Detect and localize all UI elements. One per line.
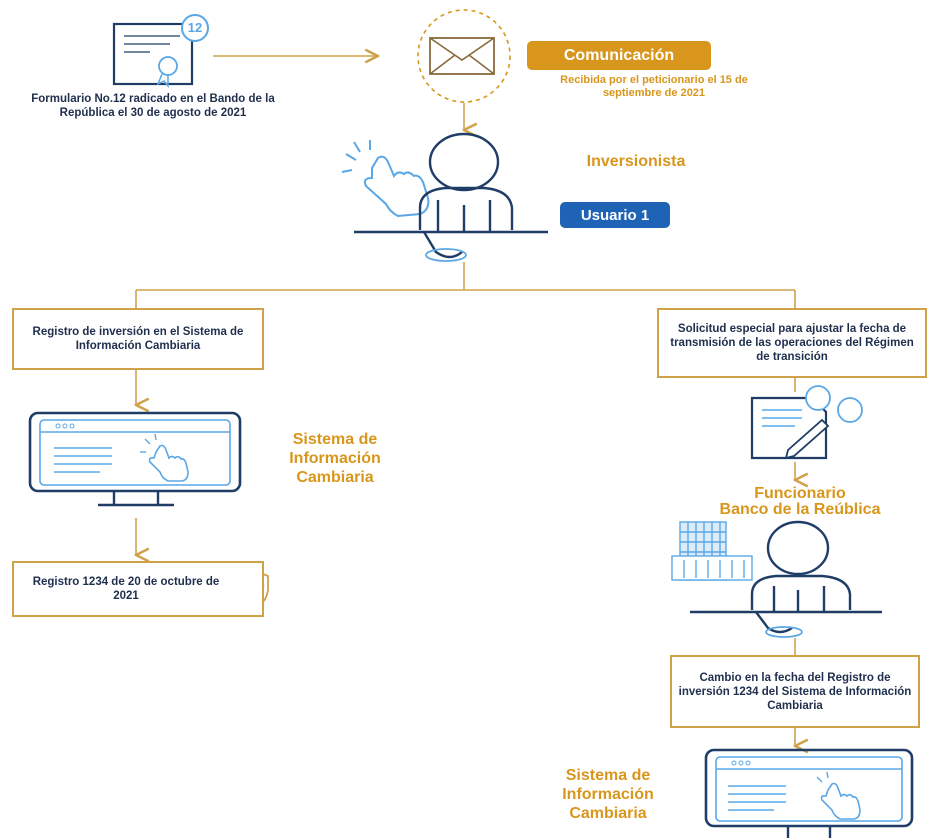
registro-1234-box: Registro 1234 de 20 de octubre de 2021 — [12, 561, 264, 617]
envelope-icon — [417, 9, 511, 103]
inversionista-title: Inversionista — [586, 153, 686, 170]
sistema-informacion-title: Sistema de Información Cambiaria — [289, 431, 381, 486]
cambio-fecha-box: Cambio en la fecha del Registro de inver… — [670, 655, 920, 728]
formulario-caption: Formulario No.12 radicado en el Bando de… — [31, 93, 275, 119]
hand-pointer-icon — [341, 140, 430, 218]
usuario-badge: Usuario 1 — [560, 202, 670, 228]
monitor-icon — [28, 411, 242, 507]
dollar-coin-icon — [805, 385, 863, 423]
connectors — [136, 56, 795, 746]
certificate-icon — [112, 14, 209, 89]
sistema-informacion-title-bottom: Sistema de Información Cambiaria — [562, 767, 654, 822]
person-icon — [354, 132, 548, 262]
funcionario-title-line2: Banco de la Reública — [719, 501, 881, 518]
monitor-icon — [704, 748, 914, 838]
registro-inversion-box: Registro de inversión en el Sistema de I… — [12, 308, 264, 370]
solicitud-especial-box: Solicitud especial para ajustar la fecha… — [657, 308, 927, 378]
building-icon — [671, 521, 753, 581]
document-pen-icon — [750, 396, 830, 460]
person-icon — [690, 520, 882, 638]
comunicacion-caption: Recibida por el peticionario el 15 de se… — [560, 74, 748, 99]
comunicacion-badge: Comunicación — [527, 41, 711, 70]
form-number-badge: 12 — [187, 20, 203, 35]
funcionario-title-line1: Funcionario — [754, 485, 846, 502]
